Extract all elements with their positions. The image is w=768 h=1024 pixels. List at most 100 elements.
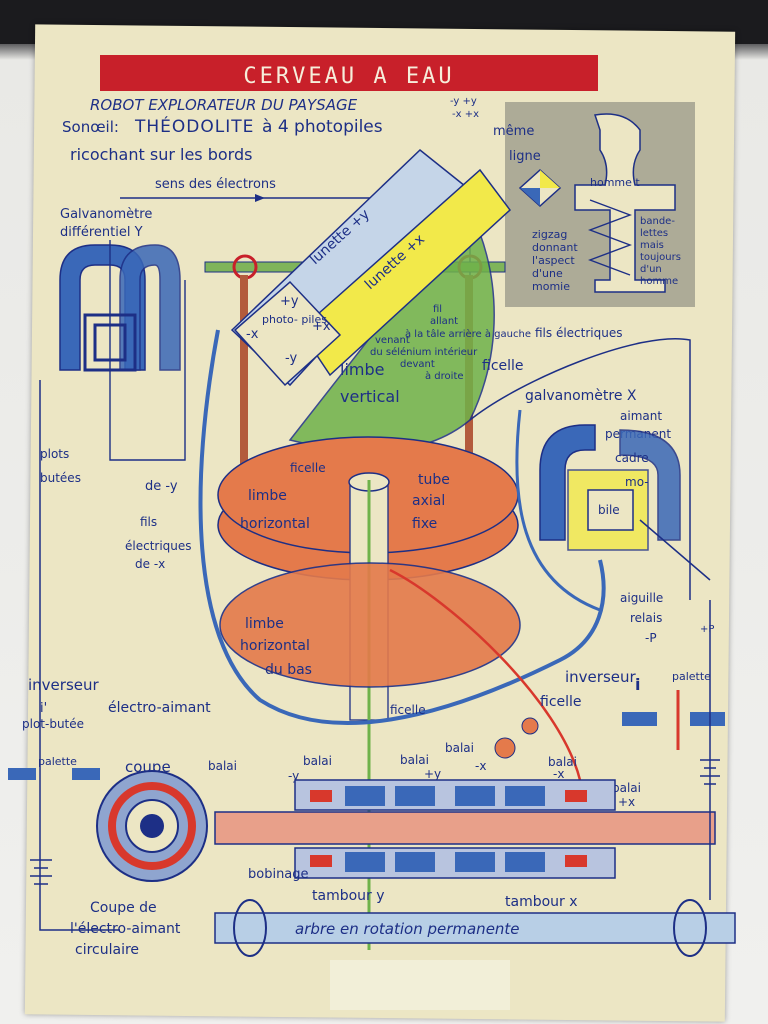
svg-text:+y: +y	[280, 294, 299, 309]
label-ligne: ligne	[509, 149, 541, 164]
label-arbre: arbre en rotation permanente	[295, 920, 520, 938]
label-cadre-mobile: cadre mo- bile	[598, 451, 649, 517]
svg-text:-x: -x	[246, 327, 259, 342]
drum-segments	[310, 790, 587, 867]
svg-text:d'une: d'une	[532, 267, 563, 280]
pulley-1	[521, 717, 539, 735]
label-fils-electriques-left: fils électriques de -x	[125, 515, 192, 571]
header-line2-prefix: Sonœil:	[62, 118, 119, 136]
label-zigzag: zigzag donnant l'aspect d'une momie	[532, 228, 578, 293]
wire-right-loop	[469, 338, 691, 600]
label-coupe-electro: Coupe de l'électro-aimant circulaire	[70, 900, 181, 958]
svg-text:donnant: donnant	[532, 241, 578, 254]
label-balai-2: balai	[303, 754, 332, 768]
magnet-x-right	[619, 429, 681, 541]
telescope-x	[299, 168, 512, 377]
label-galvanometre-y-2: différentiel Y	[60, 225, 143, 240]
label-butees: butées	[40, 471, 81, 485]
svg-text:bile: bile	[598, 503, 620, 517]
label-plots: plots	[40, 447, 69, 461]
wire-blue-main	[198, 329, 606, 725]
label-plus-y: +y	[424, 767, 441, 781]
svg-text:de -x: de -x	[135, 557, 165, 571]
label-plus-x: +x	[618, 795, 635, 809]
svg-text:-y: -y	[285, 351, 297, 366]
label-ficelle-top: ficelle	[482, 358, 524, 374]
svg-text:fixe: fixe	[412, 516, 437, 532]
battery-right	[700, 600, 720, 900]
quadrant-diamond	[518, 168, 562, 208]
label-tube-axial: tube axial fixe	[412, 472, 450, 532]
label-bandelettes: bande- lettes mais toujours d'un homme	[640, 216, 681, 287]
svg-text:électriques: électriques	[125, 539, 192, 553]
label-venant-selenium: venant du sélénium intérieur devant à dr…	[370, 335, 478, 382]
title-bar	[100, 55, 598, 91]
svg-text:photo- piles: photo- piles	[262, 313, 327, 326]
svg-text:lettes: lettes	[640, 228, 668, 239]
label-palette-left: palette	[38, 755, 77, 768]
contact-right-1	[622, 712, 657, 726]
svg-text:axial: axial	[412, 493, 445, 509]
svg-text:l'aspect: l'aspect	[532, 254, 575, 267]
svg-text:bande-: bande-	[640, 216, 675, 227]
wire-red	[389, 568, 582, 781]
label-fil-allant-3: à la tâle arrière à gauche	[405, 328, 531, 340]
label-bobinage: bobinage	[248, 867, 309, 882]
label-minus-x: -x	[475, 759, 486, 773]
wire-galvo-y	[109, 240, 186, 461]
label-limbe-bas: limbe horizontal du bas	[240, 616, 312, 678]
label-i-left: i'	[40, 701, 47, 716]
svg-text:mo-: mo-	[625, 475, 649, 489]
svg-text:+x: +x	[312, 319, 331, 334]
limbe-horizontal-du-bas	[219, 562, 521, 688]
label-plus-p: +P	[700, 624, 714, 635]
svg-text:à droite: à droite	[425, 370, 464, 382]
svg-text:devant: devant	[400, 359, 435, 370]
header-line3: ricochant sur les bords	[70, 145, 252, 164]
svg-text:limbe: limbe	[245, 616, 284, 632]
label-balai-3: balai	[400, 753, 429, 767]
svg-text:homme: homme	[640, 276, 678, 287]
label-de-y: de -y	[145, 479, 178, 494]
zigzag-bandage	[588, 199, 632, 276]
svg-text:d'un: d'un	[640, 264, 662, 275]
label-limbe-horizontal: limbe horizontal	[240, 488, 310, 532]
label-ficelle-mid: ficelle	[290, 461, 326, 475]
label-homme-t: homme t	[590, 176, 640, 189]
label-inverseur-right: inverseur	[565, 668, 636, 686]
arrow-icon	[255, 194, 265, 202]
svg-text:toujours: toujours	[640, 252, 681, 263]
label-ficelle-low2: ficelle	[390, 703, 426, 717]
svg-text:venant: venant	[375, 335, 410, 346]
svg-text:Coupe de: Coupe de	[90, 900, 157, 916]
svg-text:tube: tube	[418, 472, 450, 488]
label-fil-allant-1: fil	[433, 304, 442, 315]
svg-text:aiguille: aiguille	[620, 591, 663, 605]
svg-text:du sélénium intérieur: du sélénium intérieur	[370, 346, 478, 358]
label-palette-right: palette	[672, 670, 711, 683]
label-ficelle-low: ficelle	[540, 694, 582, 710]
label-limbe-vertical-2: vertical	[340, 387, 400, 406]
svg-text:relais: relais	[630, 611, 662, 625]
pulley-2	[494, 737, 516, 759]
arbre-rotation	[214, 912, 736, 944]
glass-reflection	[330, 960, 510, 1010]
magnet-x-left	[539, 424, 596, 541]
contact-right-2	[690, 712, 725, 726]
label-minus-x2: -x	[553, 767, 564, 781]
battery-left	[30, 380, 120, 931]
label-tambour-x: tambour x	[505, 894, 578, 910]
label-i-right: i	[635, 675, 640, 694]
diagram-title: CERVEAU A EAU	[243, 64, 454, 89]
svg-text:mais: mais	[640, 240, 664, 251]
svg-text:momie: momie	[532, 280, 570, 293]
svg-text:fils: fils	[140, 515, 157, 529]
magnet-y-right	[119, 244, 181, 371]
svg-text:horizontal: horizontal	[240, 516, 310, 532]
svg-text:zigzag: zigzag	[532, 228, 567, 241]
label-limbe-vertical-1: limbe	[340, 360, 384, 379]
label-balai-5: balai	[548, 755, 577, 769]
label-meme: même	[493, 124, 534, 139]
drum-shaft	[214, 811, 716, 845]
label-inverseur-left: inverseur	[28, 676, 99, 694]
